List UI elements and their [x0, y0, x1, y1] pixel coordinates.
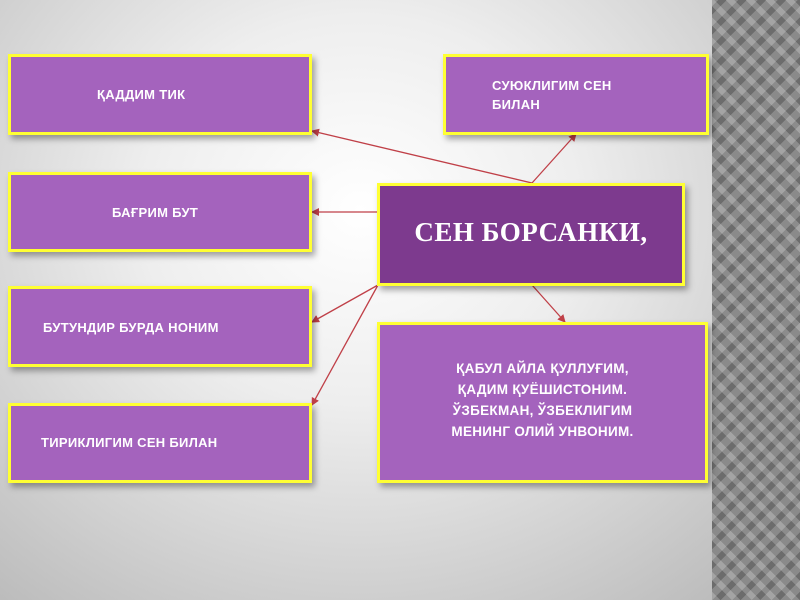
kabul-line-2: ҚАДИМ ҚУЁШИСТОНИМ. [457, 382, 628, 397]
kabul-line-3: ЎЗБЕКМАН, ЎЗБЕКЛИГИМ [452, 403, 633, 418]
box-tiriklikim-text: ТИРИКЛИГИМ СЕН БИЛАН [41, 435, 218, 450]
arrow-to-tiriklikim [311, 284, 379, 406]
arrow-to-butundir [311, 284, 379, 323]
box-suyukligim: СУЮКЛИГИМ СЕН БИЛАН [443, 54, 709, 135]
kabul-line-1: ҚАБУЛ АЙЛА ҚУЛЛУҒИМ, [456, 361, 629, 376]
box-suyukligim-line-1: СУЮКЛИГИМ СЕН [492, 78, 612, 93]
box-suyukligim-line-2: БИЛАН [492, 97, 541, 112]
box-kabul-ayla: ҚАБУЛ АЙЛА ҚУЛЛУҒИМ, ҚАДИМ ҚУЁШИСТОНИМ. … [377, 322, 708, 483]
decorative-pattern-strip [712, 0, 800, 600]
box-tiriklikim: ТИРИКЛИГИМ СЕН БИЛАН [8, 403, 312, 483]
arrow-to-kabul-ayla [531, 284, 566, 323]
box-kaddim-tik: ҚАДДИМ ТИК [8, 54, 312, 135]
center-title: СЕН БОРСАНКИ, [414, 217, 648, 247]
box-bagrim-but: БАҒРИМ БУТ [8, 172, 312, 252]
arrow-to-kaddim-tik [311, 128, 533, 184]
box-butundir: БУТУНДИР БУРДА НОНИМ [8, 286, 312, 367]
center-box: СЕН БОРСАНКИ, [377, 183, 685, 286]
kabul-line-4: МЕНИНГ ОЛИЙ УНВОНИМ. [451, 424, 634, 439]
arrow-to-suyukligim [531, 133, 577, 184]
box-kaddim-tik-text: ҚАДДИМ ТИК [97, 87, 186, 102]
box-bagrim-but-text: БАҒРИМ БУТ [112, 205, 199, 220]
box-butundir-text: БУТУНДИР БУРДА НОНИМ [43, 320, 219, 335]
box-kabul-ayla-text: ҚАБУЛ АЙЛА ҚУЛЛУҒИМ, ҚАДИМ ҚУЁШИСТОНИМ. … [380, 358, 705, 442]
